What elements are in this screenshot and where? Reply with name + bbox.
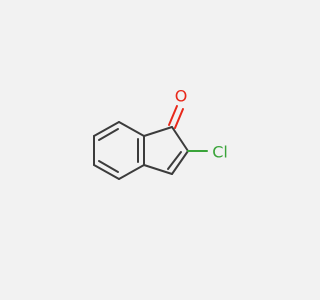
bond-c1-o-a — [168, 105, 178, 126]
molecule-canvas: O Cl — [93, 86, 228, 180]
bond-c7a-c1 — [143, 126, 173, 137]
bond-c3-c3a — [143, 164, 173, 175]
bond-inner-benzene-2 — [98, 160, 119, 173]
molecule-structure: O Cl — [93, 87, 228, 180]
bond-c5-c6 — [93, 164, 120, 180]
bond-c2-c3 — [171, 150, 189, 175]
oxygen-atom-label: O — [175, 87, 188, 106]
bond-c1-c2 — [171, 126, 189, 152]
bond-c7a-c4-ring — [93, 121, 120, 137]
bond-c2-c3-inner — [167, 151, 182, 170]
bond-c1-o-b — [174, 108, 184, 129]
chlorine-atom-label: Cl — [212, 143, 228, 162]
bond-c7a-top — [118, 121, 145, 137]
bond-c6-c3a — [118, 164, 145, 180]
bond-inner-benzene-1 — [98, 128, 119, 141]
